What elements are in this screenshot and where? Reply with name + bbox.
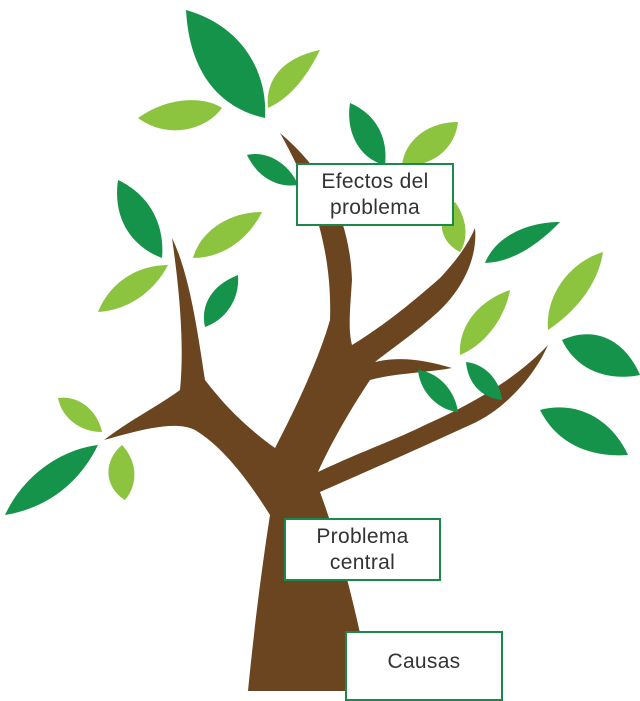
leaf <box>485 222 560 263</box>
leaf <box>418 370 458 412</box>
effects-label-box: Efectos del problema <box>296 163 454 226</box>
leaf <box>186 10 266 118</box>
effects-label-line2: problema <box>330 195 420 219</box>
leaf <box>117 180 163 258</box>
leaf <box>540 407 628 456</box>
leaf <box>349 103 386 165</box>
causes-label: Causas <box>387 650 461 673</box>
leaf <box>58 397 102 432</box>
causes-label-box: Causas <box>345 631 503 701</box>
central-problem-label-line2: central <box>329 550 396 574</box>
leaf <box>247 154 298 186</box>
central-problem-label-box: Problema central <box>284 518 441 581</box>
leaf <box>5 445 98 515</box>
central-problem-label-line1: Problema <box>316 524 409 548</box>
leaves-back <box>138 10 466 252</box>
leaf <box>98 265 168 312</box>
leaf <box>267 50 320 108</box>
leaf <box>466 362 502 400</box>
leaves-front <box>5 180 640 515</box>
leaf <box>193 212 262 258</box>
leaf <box>547 252 603 330</box>
effects-label-line1: Efectos del <box>321 169 429 193</box>
leaf <box>459 290 510 355</box>
leaf <box>108 445 135 500</box>
leaf <box>203 275 239 327</box>
leaf <box>562 334 640 377</box>
tree-trunk <box>104 133 548 691</box>
leaf <box>402 122 458 166</box>
leaf <box>138 100 222 131</box>
